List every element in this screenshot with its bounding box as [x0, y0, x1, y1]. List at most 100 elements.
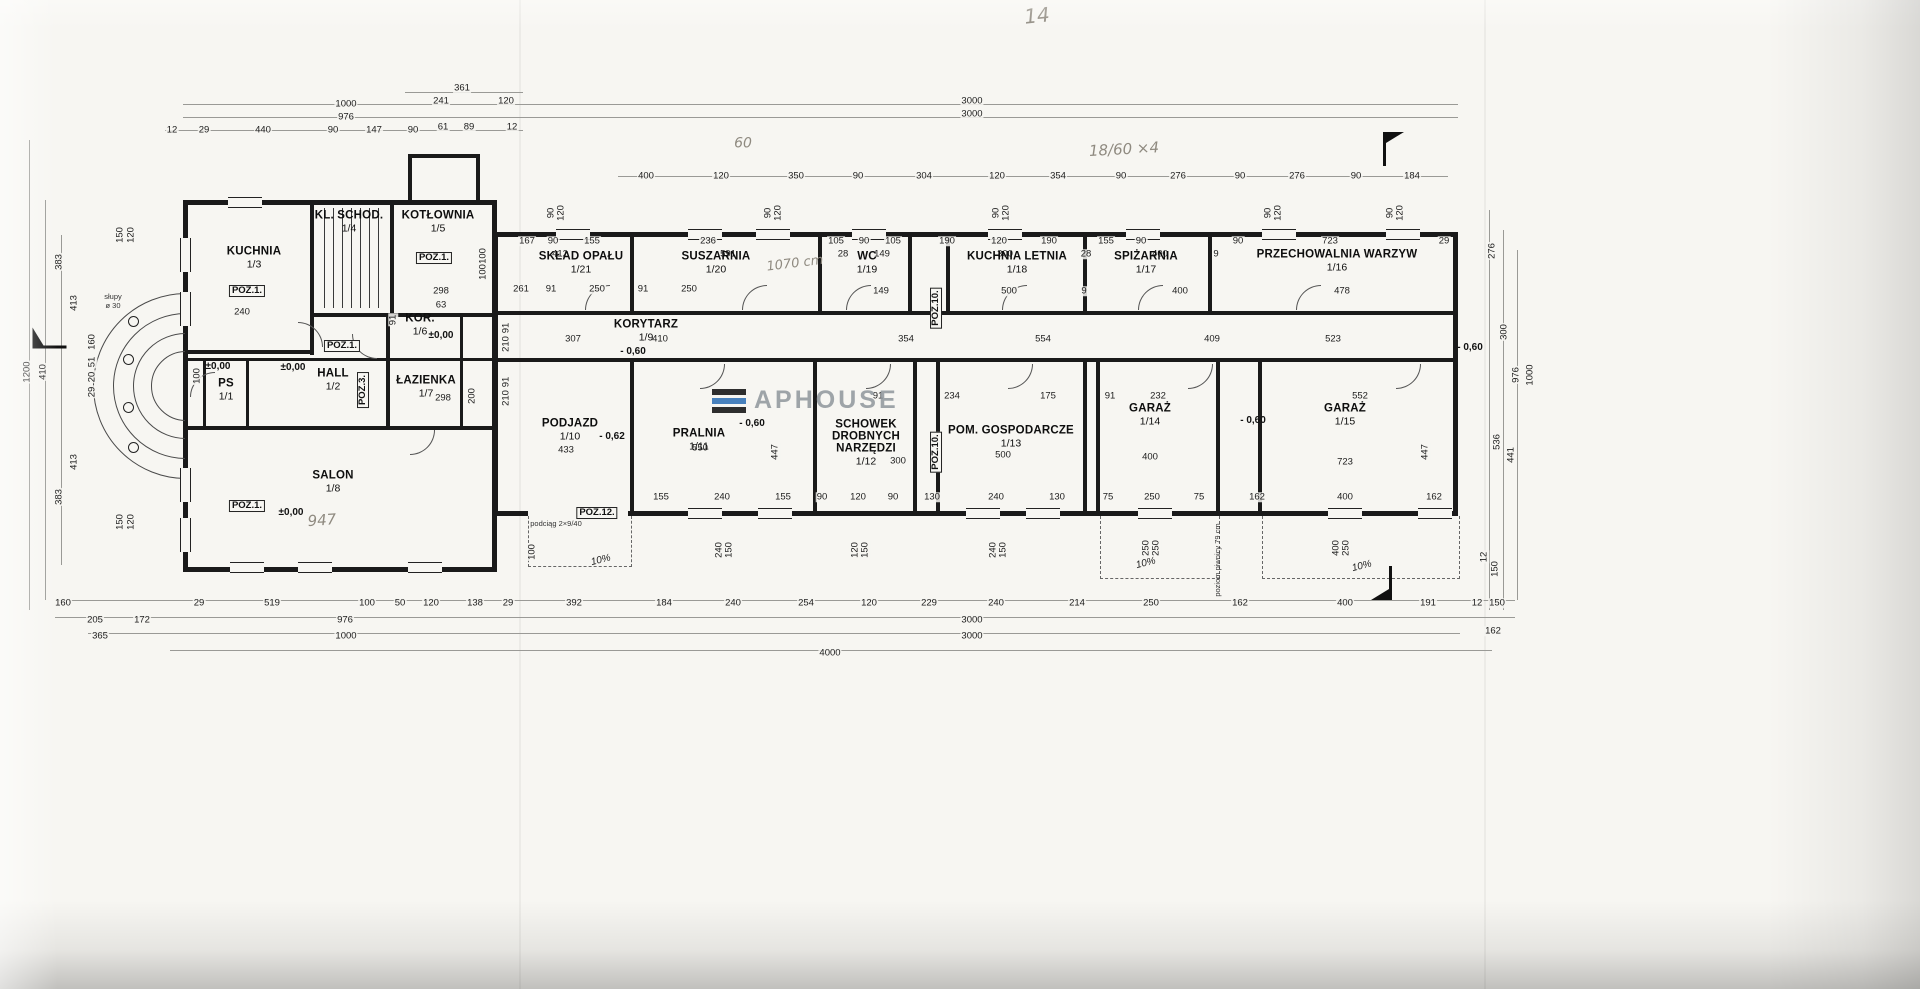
dimension-label: 149: [873, 248, 891, 260]
section-marker: [32, 345, 67, 349]
dimension-label: 91: [636, 283, 650, 295]
dimension-label: 191: [1419, 597, 1437, 609]
room-number: 1/20: [705, 263, 727, 276]
annotation: - 0,60: [1240, 414, 1266, 426]
dimension-label: 150: [997, 541, 1009, 559]
dimension-label: 354: [1049, 170, 1067, 182]
dimension-label: 75: [1192, 491, 1206, 503]
window: [966, 508, 1000, 519]
annotation: ±0,00: [428, 329, 454, 341]
dimension-label: 150: [859, 541, 871, 559]
room-label: KOR. 1/6: [405, 313, 435, 338]
wall: [813, 362, 817, 512]
dimension-label: 300: [996, 248, 1014, 260]
dimension-label: 9: [1080, 285, 1088, 297]
room-label: KL. SCHOD. 1/4: [315, 210, 383, 235]
dimension-label: 150: [1489, 560, 1501, 578]
dimension-label: 100: [191, 367, 203, 385]
column: [123, 354, 134, 365]
dimension-label: 172: [133, 614, 151, 626]
window: [758, 508, 792, 519]
dimension-label: 500: [1000, 285, 1018, 297]
dimension-label: 91: [544, 283, 558, 295]
dimension-label: 300: [889, 455, 907, 467]
room-number: 1/10: [559, 430, 581, 443]
room-label: SCHOWEK DROBNYCH NARZĘDZI 1/12: [818, 419, 914, 468]
dimension-label: 90: [1231, 235, 1245, 247]
dimension-label: 28: [1079, 248, 1093, 260]
room-number: 1/5: [430, 222, 446, 235]
dimension-label: 276: [1486, 242, 1498, 260]
wall: [908, 237, 912, 313]
room-name: SPIŻARNIA: [1114, 250, 1178, 263]
annotation: POZ.1.: [228, 285, 266, 297]
wall: [1216, 362, 1220, 512]
dimension-label: 254: [797, 597, 815, 609]
dimension-label: 167: [518, 235, 536, 247]
dimension-label: 100: [477, 263, 489, 281]
room-label: WC 1/19: [857, 251, 877, 276]
room-name: GARAŻ: [1129, 402, 1171, 415]
wall: [630, 237, 634, 313]
wall: [1083, 362, 1087, 512]
dimension-label: 105: [827, 235, 845, 247]
dimension-label: 976: [336, 614, 354, 626]
room-number: 1/11: [689, 440, 709, 453]
dimension-label: 90: [815, 491, 829, 503]
window: [688, 508, 722, 519]
dimension-label: 90: [406, 124, 420, 136]
dimension-label: 120: [772, 204, 784, 222]
dimension-label: 155: [652, 491, 670, 503]
room-number: 1/17: [1135, 263, 1157, 276]
dimension-label: 304: [915, 170, 933, 182]
dimension-label: 400: [1171, 285, 1189, 297]
room-label: KUCHNIA LETNIA 1/18: [967, 251, 1067, 276]
paper-crease: [519, 0, 521, 989]
aphouse-logo-text: APHOUSE: [754, 386, 899, 414]
dimension-label: 413: [68, 453, 80, 471]
dimension-label: 105: [884, 235, 902, 247]
window: [1026, 508, 1060, 519]
dimension-label: 1000: [334, 98, 358, 110]
dimension-label: 400: [1336, 597, 1354, 609]
window: [1138, 508, 1172, 519]
room-name: KL. SCHOD.: [314, 209, 384, 222]
annotation: 18/60 ×4: [1088, 138, 1160, 160]
dimension-label: 147: [365, 124, 383, 136]
dimension-label: 519: [263, 597, 281, 609]
annotation: podciąg 2×9/40: [530, 519, 582, 529]
dimension-label: 250: [1142, 597, 1160, 609]
dimension-label: 160: [86, 333, 98, 351]
dimension-label: 361: [453, 82, 471, 94]
dimension-label: 240: [724, 597, 742, 609]
dimension-label: 120: [1000, 204, 1012, 222]
dimension-label: 63: [434, 299, 448, 311]
dimension-line: [88, 633, 1460, 634]
window: [408, 562, 442, 573]
dimension-label: 130: [923, 491, 941, 503]
dimension-label: 261: [512, 283, 530, 295]
dimension-label: 413: [68, 294, 80, 312]
room-name: SALON: [312, 469, 354, 482]
dimension-label: 400: [1151, 248, 1169, 260]
room-name: HALL: [317, 367, 349, 380]
window: [1386, 229, 1420, 240]
annotation: poziom piwnicy 79 cm: [1213, 523, 1223, 597]
room-label: HALL 1/2: [317, 368, 348, 393]
room-number: 1/6: [412, 325, 428, 338]
dimension-label: 250: [1143, 491, 1161, 503]
dimension-label: 28: [836, 248, 850, 260]
dimension-label: 162: [1248, 491, 1266, 503]
dimension-label: 250: [680, 283, 698, 295]
dimension-label: 120: [849, 491, 867, 503]
dimension-line: [55, 600, 1515, 601]
dimension-label: 365: [91, 630, 109, 642]
dimension-label: 554: [1034, 333, 1052, 345]
room-number: 1/12: [855, 455, 877, 468]
dimension-label: 162: [1484, 625, 1502, 637]
room-number: 1/13: [1000, 437, 1022, 450]
wall: [390, 205, 394, 317]
dimension-label: 150: [114, 513, 126, 531]
